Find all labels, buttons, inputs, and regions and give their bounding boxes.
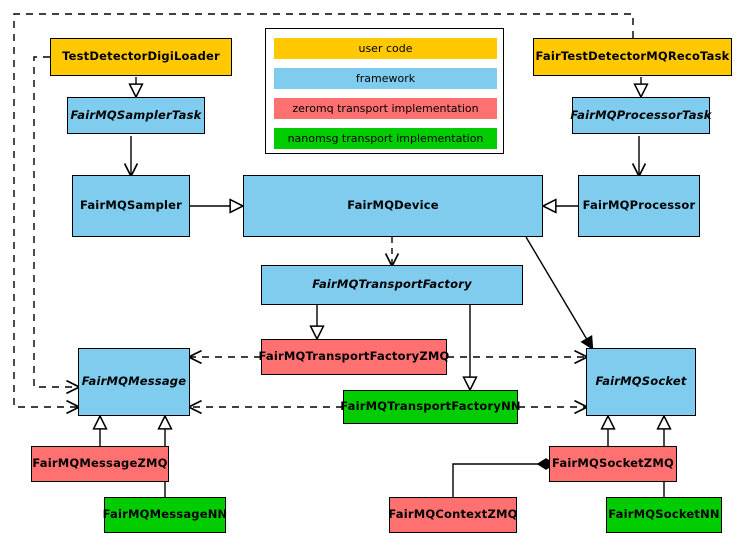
class-box-fairtestdetectormqrecotask[interactable]: FairTestDetectorMQRecoTask (533, 38, 732, 76)
legend-item-framework: framework (274, 68, 497, 89)
class-label: FairMQTransportFactoryNN (340, 399, 521, 414)
class-label: FairMQSocketZMQ (552, 456, 674, 471)
class-label: FairTestDetectorMQRecoTask (535, 49, 730, 64)
class-box-fairmqdevice[interactable]: FairMQDevice (243, 175, 543, 237)
class-label: FairMQMessageNN (102, 507, 228, 522)
rel-digiloader-message (33, 56, 78, 387)
class-box-fairmqsocketnn[interactable]: FairMQSocketNN (606, 497, 722, 533)
class-label: FairMQTransportFactoryZMQ (258, 349, 450, 364)
rel-recotask-message (13, 13, 634, 407)
class-label: FairMQTransportFactory (312, 277, 472, 292)
class-box-fairmqprocessor[interactable]: FairMQProcessor (578, 175, 700, 237)
legend-label: user code (358, 42, 413, 55)
legend-item-user-code: user code (274, 38, 497, 59)
class-box-fairmqmessagenn[interactable]: FairMQMessageNN (102, 497, 228, 533)
class-label: TestDetectorDigiLoader (62, 49, 220, 64)
class-label: FairMQProcessor (582, 198, 696, 213)
class-box-fairmqtransportfactory[interactable]: FairMQTransportFactory (261, 265, 523, 305)
class-label: FairMQProcessorTask (570, 107, 712, 122)
legend-item-nanomsg: nanomsg transport implementation (274, 128, 497, 149)
class-label: FairMQMessage (81, 374, 187, 389)
class-label: FairMQSocket (595, 374, 687, 389)
class-label: FairMQSampler (79, 198, 183, 213)
class-box-fairmqsocketzmq[interactable]: FairMQSocketZMQ (549, 446, 677, 482)
class-label: FairMQDevice (347, 198, 439, 213)
class-label: FairMQContextZMQ (388, 507, 518, 522)
legend-label: framework (355, 72, 416, 85)
class-box-fairmqtransportfactoryzmq[interactable]: FairMQTransportFactoryZMQ (258, 339, 450, 375)
class-box-fairmqsocket[interactable]: FairMQSocket (586, 348, 696, 416)
class-box-fairmqtransportfactorynn[interactable]: FairMQTransportFactoryNN (340, 390, 521, 424)
legend-label: nanomsg transport implementation (287, 132, 484, 145)
rel-device-socket (525, 236, 592, 348)
class-label: FairMQSocketNN (608, 507, 720, 522)
legend-item-zeromq: zeromq transport implementation (274, 98, 497, 119)
class-label: FairMQMessageZMQ (32, 456, 168, 471)
class-box-fairmqmessagezmq[interactable]: FairMQMessageZMQ (31, 446, 169, 482)
class-box-fairmqprocessortask[interactable]: FairMQProcessorTask (570, 97, 712, 134)
class-box-fairmqsamplertask[interactable]: FairMQSamplerTask (67, 97, 205, 134)
class-box-fairmqcontextzmq[interactable]: FairMQContextZMQ (388, 497, 518, 533)
legend-label: zeromq transport implementation (292, 102, 479, 115)
class-box-fairmqmessage[interactable]: FairMQMessage (78, 348, 190, 416)
rel-contextzmq-socketzmq (452, 458, 556, 497)
class-box-fairmqsampler[interactable]: FairMQSampler (72, 175, 190, 237)
class-box-testdetectordigiloader[interactable]: TestDetectorDigiLoader (50, 38, 232, 76)
legend: user code framework zeromq transport imp… (265, 28, 504, 154)
class-label: FairMQSamplerTask (70, 107, 202, 122)
